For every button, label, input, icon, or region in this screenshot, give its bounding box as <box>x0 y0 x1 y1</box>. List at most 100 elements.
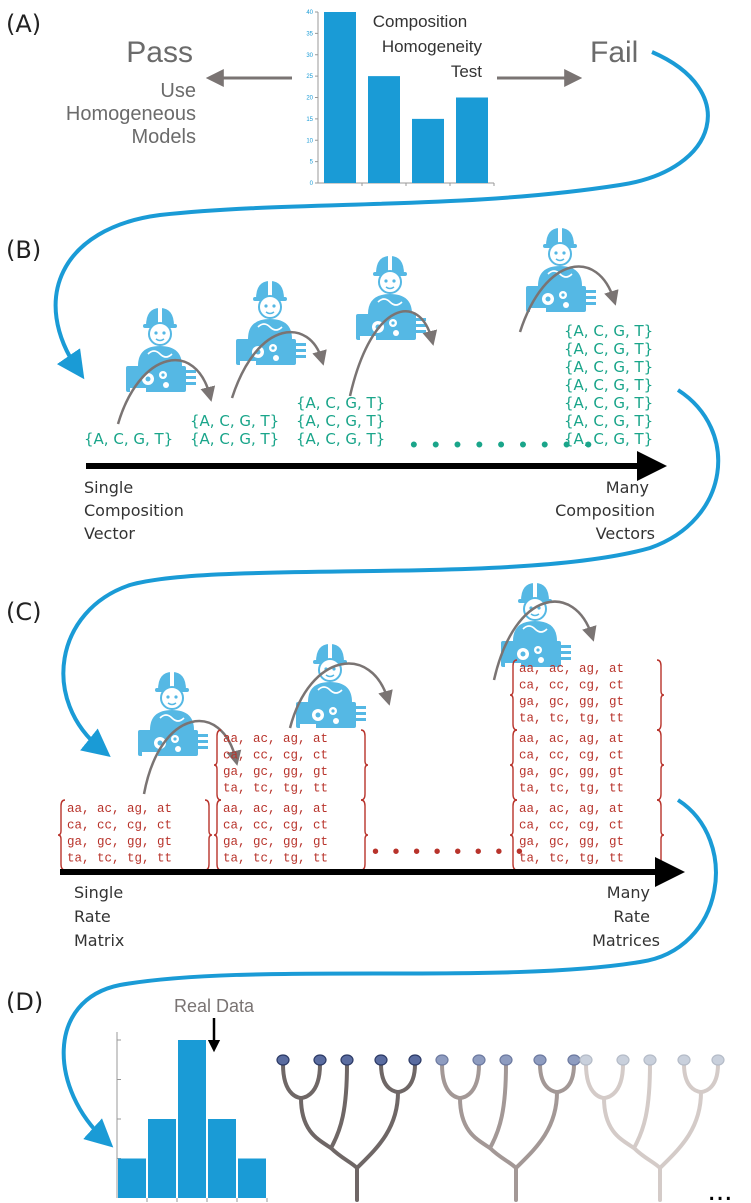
panel-c-right-axis-1: Many <box>607 883 650 902</box>
composition-vector: {A, C, G, T} <box>296 412 385 430</box>
worker-b-1 <box>125 307 197 393</box>
matrix-row: ga, gc, gg, gt <box>67 835 172 849</box>
tree-branch <box>632 1146 662 1170</box>
tree-leaf-node <box>711 1054 725 1066</box>
matrix-right-brace <box>656 729 665 801</box>
tree-branch <box>658 1090 703 1170</box>
worker-c-2 <box>295 643 367 729</box>
matrix-row: ga, gc, gg, gt <box>519 835 624 849</box>
tree-leaf-node <box>276 1054 290 1066</box>
test-title-line-1: Composition <box>373 12 468 31</box>
panel-d-label: (D) <box>6 988 43 1016</box>
composition-vector: {A, C, G, T} <box>296 430 385 448</box>
worker-icon <box>295 643 367 729</box>
panel-b-workers <box>116 227 619 425</box>
phylo-tree <box>435 1054 581 1202</box>
tree-branch <box>488 1146 518 1170</box>
tree-branch <box>632 1062 652 1150</box>
matrix-row: aa, ac, ag, at <box>519 802 624 816</box>
matrix-left-brace <box>213 799 222 871</box>
worker-icon <box>235 280 307 366</box>
panel-c-left-axis-2: Rate <box>74 907 111 926</box>
composition-vector: {A, C, G, T} <box>564 322 653 340</box>
tree-leaf-node <box>499 1054 513 1066</box>
chart-a-ytick-label: 15 <box>306 117 313 123</box>
tree-leaf-node <box>472 1054 486 1066</box>
pass-sub-line-1: Use <box>160 80 196 102</box>
panel-c-rate-matrices: aa, ac, ag, at ca, cc, cg, ct ga, gc, gg, … <box>57 659 665 871</box>
tree-leaf-node <box>313 1054 327 1066</box>
matrix-row: ca, cc, cg, ct <box>519 749 624 763</box>
phylogenetic-trees <box>276 1054 725 1202</box>
worker-throw-arrow <box>142 720 242 795</box>
chart-a-ytick-label: 30 <box>306 53 313 59</box>
matrix-row: aa, ac, ag, at <box>67 802 172 816</box>
worker-throw-arrow <box>288 662 393 729</box>
matrix-row: ta, tc, tg, tt <box>519 852 624 866</box>
tree-leaf-node <box>435 1054 449 1066</box>
tree-leaf-node <box>567 1054 581 1066</box>
tree-branch <box>602 1096 636 1150</box>
panel-b-right-axis-1: Many <box>606 478 649 497</box>
tree-branch <box>440 1062 481 1101</box>
tree-branch <box>379 1062 417 1095</box>
test-title-line-3: Test <box>451 62 482 81</box>
chart-a-bar <box>368 76 400 183</box>
chart-d-bar <box>148 1119 176 1198</box>
tree-leaf-node <box>579 1054 593 1066</box>
worker-b-2 <box>235 280 307 366</box>
tree-branch <box>584 1062 625 1101</box>
panel-c-right-axis-2: Rate <box>613 907 650 926</box>
composition-vector: {A, C, G, T} <box>564 412 653 430</box>
panel-a-label: (A) <box>6 10 41 38</box>
panel-c-continuation-dots: • • • • • • • • <box>372 841 527 863</box>
matrix-left-brace <box>509 729 518 801</box>
chart-a-bar <box>456 97 488 183</box>
composition-vector: {A, C, G, T} <box>564 376 653 394</box>
panel-c-right-axis-3: Matrices <box>592 931 660 950</box>
chart-a-ytick-label: 25 <box>306 74 313 80</box>
worker-icon <box>525 227 597 313</box>
real-data-label: Real Data <box>174 996 255 1016</box>
composition-vector: {A, C, G, T} <box>564 430 653 448</box>
tree-leaf-node <box>616 1054 630 1066</box>
matrix-right-brace <box>360 799 369 871</box>
tree-branch <box>538 1062 576 1095</box>
worker-icon <box>125 307 197 393</box>
matrix-left-brace <box>509 799 518 871</box>
composition-vector: {A, C, G, T} <box>296 394 385 412</box>
worker-throw-arrow <box>116 358 216 425</box>
matrix-row: ca, cc, cg, ct <box>223 819 328 833</box>
tree-branch <box>514 1090 559 1170</box>
phylo-tree <box>276 1054 422 1202</box>
chart-a-bar <box>324 12 356 183</box>
composition-vector: {A, C, G, T} <box>564 340 653 358</box>
matrix-right-brace <box>656 799 665 871</box>
chart-a-bar <box>412 118 444 183</box>
pass-sub-line-3: Models <box>132 126 196 148</box>
worker-throw-arrow <box>348 310 438 397</box>
worker-icon <box>137 671 209 757</box>
panel-d: (D) Real Data ... <box>6 988 733 1203</box>
worker-icon <box>500 582 572 668</box>
trees-ellipsis: ... <box>707 1174 732 1203</box>
matrix-row: ca, cc, cg, ct <box>519 679 624 693</box>
matrix-left-brace <box>57 799 66 871</box>
chart-a-ytick-label: 40 <box>306 10 313 16</box>
matrix-row: ca, cc, cg, ct <box>67 819 172 833</box>
tree-branch <box>281 1062 322 1101</box>
panel-b-right-axis-2: Composition <box>555 501 655 520</box>
tree-leaf-node <box>643 1054 657 1066</box>
chart-d-bar <box>178 1040 206 1198</box>
worker-c-3 <box>500 582 572 668</box>
panel-b-right-axis-3: Vectors <box>596 524 655 543</box>
rate-matrix: aa, ac, ag, at ca, cc, cg, ct ga, gc, gg, … <box>57 799 213 871</box>
chart-d-bar <box>238 1158 266 1198</box>
tree-branch <box>355 1090 400 1170</box>
panel-b-left-axis-3: Vector <box>84 524 135 543</box>
matrix-row: ca, cc, cg, ct <box>519 819 624 833</box>
matrix-row: ga, gc, gg, gt <box>223 835 328 849</box>
worker-c-1 <box>137 671 209 757</box>
